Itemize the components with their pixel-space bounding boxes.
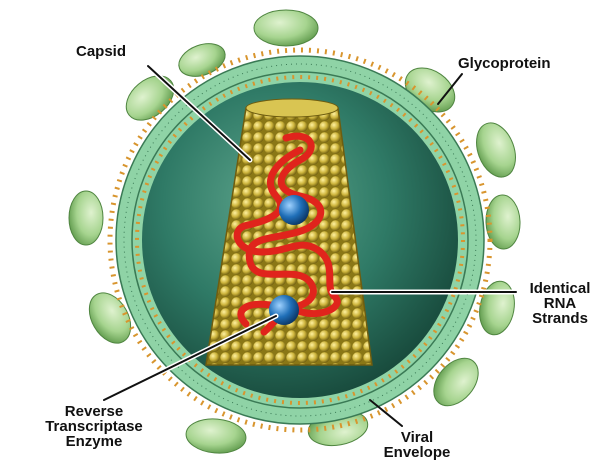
glycoprotein-knob [470,118,523,183]
glycoprotein-label: Glycoprotein [458,56,551,71]
capsid-top [246,99,338,117]
enzyme-particle-1 [279,195,309,225]
reverse-transcriptase-label: Reverse Transcriptase Enzyme [18,404,170,449]
rna-strands-label: Identical RNA Strands [517,281,603,326]
glycoprotein-knob [185,416,248,455]
enzyme-particle-2 [269,295,299,325]
capsid-label: Capsid [76,44,126,59]
viral-envelope-label: Viral Envelope [372,430,462,460]
glycoprotein-knob [69,191,103,245]
glycoprotein-knob [254,10,318,46]
envelope-leader [370,400,402,426]
